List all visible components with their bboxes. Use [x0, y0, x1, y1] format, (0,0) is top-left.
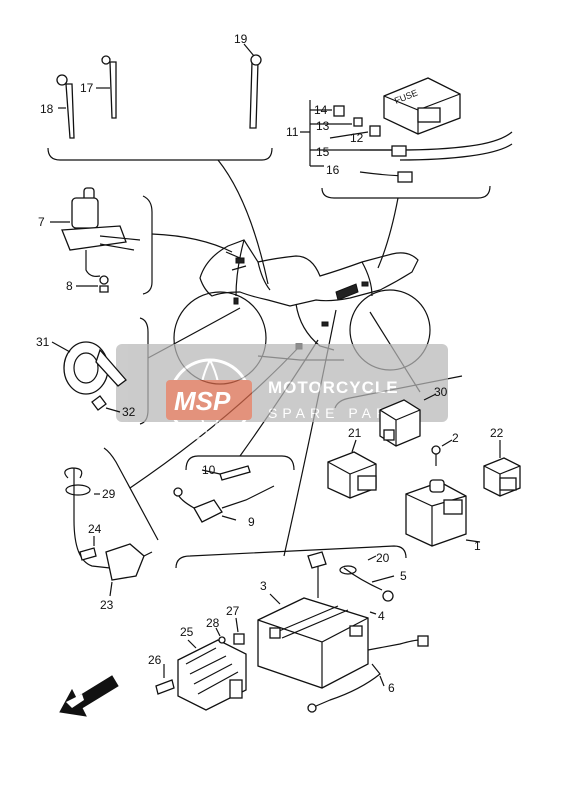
- callout-23: 23: [100, 598, 114, 612]
- relay-22: [483, 440, 521, 497]
- cable-ties: [56, 43, 262, 139]
- part-10: [219, 465, 251, 481]
- callout-20: 20: [376, 551, 390, 565]
- callout-28: 28: [206, 616, 220, 630]
- relay-21: [327, 439, 377, 499]
- callout-labels: 1 2 3 4 5 6 7 8 9 10 11 12 13 14 15 16 1…: [36, 32, 504, 695]
- callout-5: 5: [400, 569, 407, 583]
- callout-24: 24: [88, 522, 102, 536]
- callout-19: 19: [234, 32, 248, 46]
- relay-30: [379, 393, 437, 447]
- battery-lead-5: [382, 590, 394, 602]
- bolt-26: [155, 679, 175, 695]
- fairing: [199, 239, 419, 307]
- cable-tie-18: [65, 83, 75, 139]
- battery-group: [257, 551, 429, 713]
- bolt-32: [91, 395, 107, 411]
- callout-9: 9: [248, 515, 255, 529]
- callout-31: 31: [36, 335, 50, 349]
- callout-2: 2: [452, 431, 459, 445]
- horn-group: [51, 341, 127, 413]
- callout-15: 15: [316, 145, 330, 159]
- main-switch: [50, 187, 141, 293]
- fuse-box-group: FUSE: [300, 77, 513, 183]
- watermark: MSP MOTORCYCLE SPARE PARTS: [116, 344, 448, 442]
- bolt-2: [431, 445, 441, 455]
- callout-30: 30: [434, 385, 448, 399]
- callout-12: 12: [350, 131, 364, 145]
- front-arrow: [59, 675, 119, 717]
- watermark-line2: SPARE PARTS: [268, 405, 419, 421]
- part-24: [79, 547, 97, 561]
- watermark-line1: MOTORCYCLE: [268, 378, 399, 397]
- cable-tie-17: [109, 61, 117, 119]
- switch-group: [64, 467, 153, 597]
- cable-tie-19: [249, 61, 259, 129]
- callout-29: 29: [102, 487, 116, 501]
- battery-cover-20: [307, 551, 327, 569]
- fuse-box: [383, 77, 461, 135]
- callout-22: 22: [490, 426, 504, 440]
- sensor-group: [173, 465, 275, 523]
- callout-6: 6: [388, 681, 395, 695]
- part-28: [218, 636, 226, 644]
- callout-25: 25: [180, 625, 194, 639]
- starter-relay: [405, 439, 481, 547]
- battery: [257, 597, 369, 689]
- callout-13: 13: [316, 119, 330, 133]
- part-27: [233, 633, 245, 645]
- callout-16: 16: [326, 163, 340, 177]
- callout-26: 26: [148, 653, 162, 667]
- rectifier-group: [155, 617, 247, 711]
- callout-18: 18: [40, 102, 54, 116]
- watermark-logo: MSP: [174, 386, 231, 416]
- callout-17: 17: [80, 81, 94, 95]
- ignition-switch: [71, 197, 99, 229]
- callout-21: 21: [348, 426, 362, 440]
- callout-3: 3: [260, 579, 267, 593]
- part-23: [105, 543, 145, 581]
- callout-7: 7: [38, 215, 45, 229]
- callout-11: 11: [286, 125, 299, 139]
- part-9: [193, 499, 223, 523]
- callout-14: 14: [314, 103, 328, 117]
- callout-10: 10: [202, 463, 216, 477]
- bolt-8: [99, 285, 109, 293]
- callout-1: 1: [474, 539, 481, 553]
- callout-27: 27: [226, 604, 240, 618]
- callout-32: 32: [122, 405, 136, 419]
- callout-8: 8: [66, 279, 73, 293]
- wiring-harness-block: [335, 283, 359, 301]
- callout-4: 4: [378, 609, 385, 623]
